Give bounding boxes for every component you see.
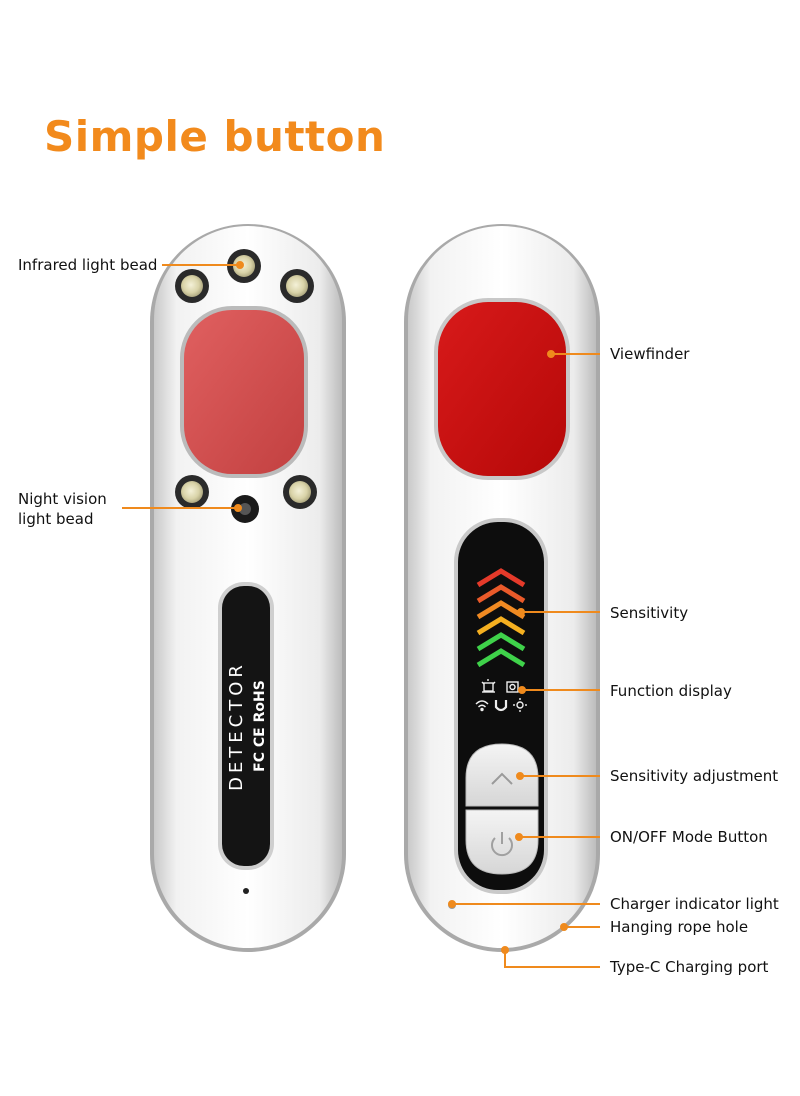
callout-sensitivity: Sensitivity [610, 604, 689, 622]
right-device [404, 224, 600, 953]
detector-label: DETECTOR [226, 661, 247, 791]
sun-icon [513, 698, 527, 712]
camera-detect-icon [506, 681, 519, 693]
callout-lines [122, 261, 600, 968]
infrared-bead-icon [175, 249, 314, 303]
callout-function-display: Function display [610, 682, 732, 700]
wifi-icon [475, 700, 489, 712]
certification-label: FC CE RoHS [252, 680, 268, 772]
callout-rope-hole: Hanging rope hole [610, 918, 749, 936]
sensitivity-indicator [476, 568, 526, 668]
power-icon [491, 832, 513, 857]
callout-night-vision-1: Night vision [18, 490, 107, 508]
callout-on-off: ON/OFF Mode Button [610, 828, 768, 846]
callout-viewfinder: Viewfinder [610, 345, 690, 363]
left-device: DETECTOR FC CE RoHS [150, 224, 346, 952]
chevron-up-icon [491, 772, 513, 785]
night-vision-bead-icon [175, 475, 317, 523]
callout-charger-light: Charger indicator light [610, 895, 779, 913]
callout-night-vision-2: light bead [18, 510, 94, 528]
callout-sensitivity-adjustment: Sensitivity adjustment [610, 767, 779, 785]
function-display [475, 679, 527, 712]
callout-type-c: Type-C Charging port [610, 958, 769, 976]
magnet-icon [494, 700, 508, 712]
alarm-icon [481, 679, 496, 693]
page-title: Simple button [44, 112, 386, 161]
callout-infrared: Infrared light bead [18, 256, 158, 274]
